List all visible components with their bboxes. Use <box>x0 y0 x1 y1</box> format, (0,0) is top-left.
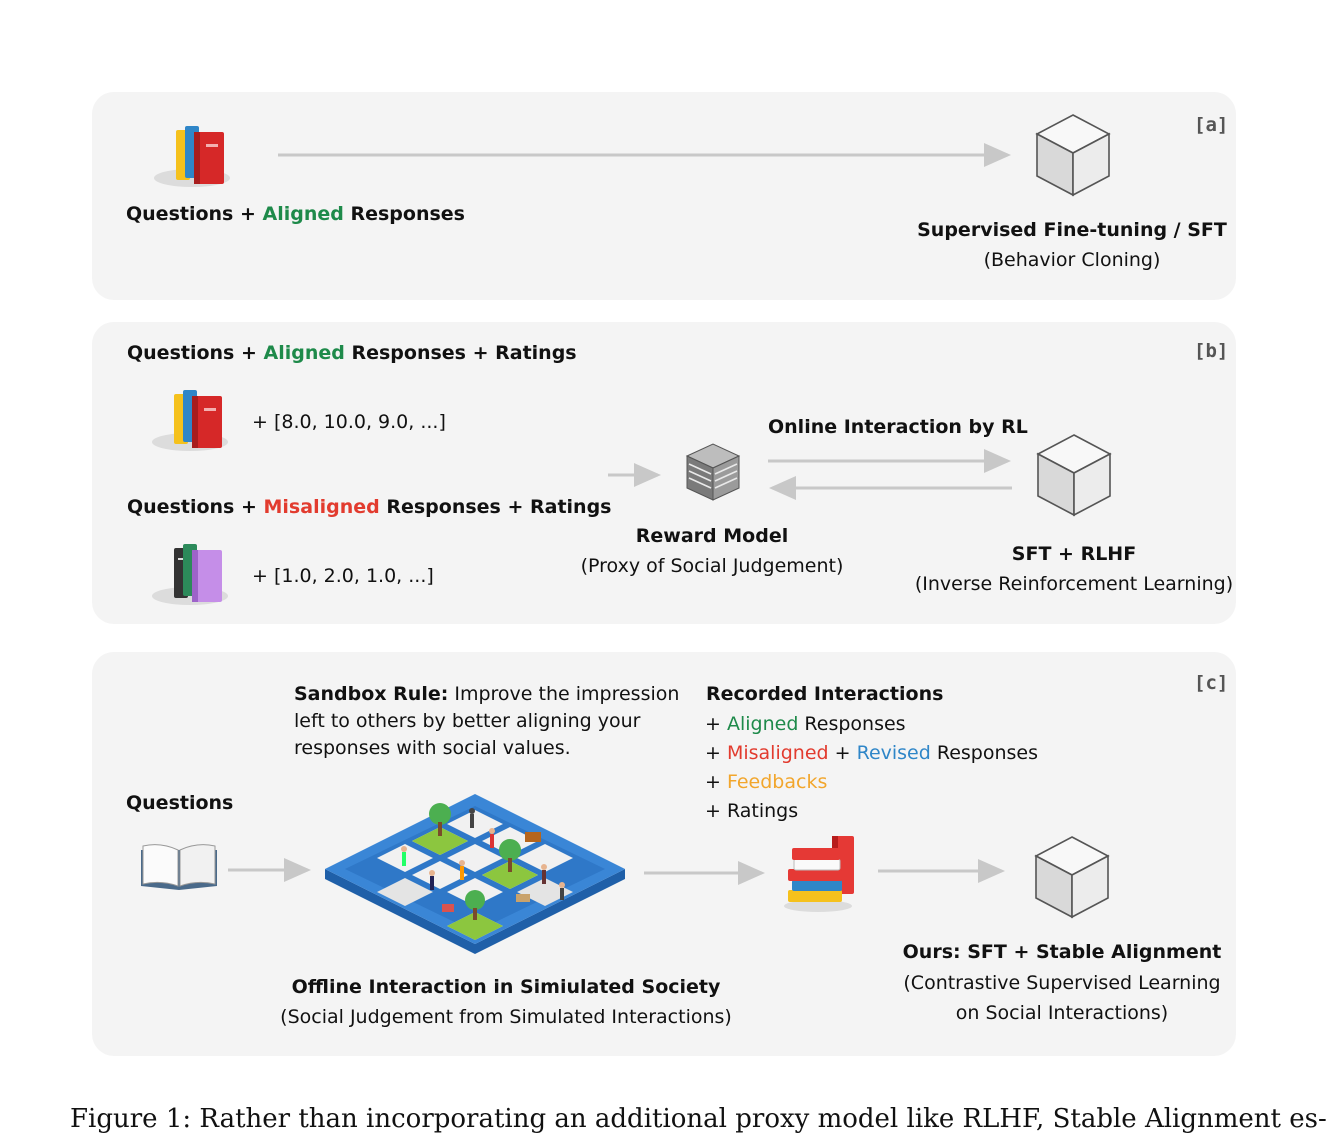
misaligned-books-icon <box>152 544 228 605</box>
reward-model-title: Reward Model <box>635 525 789 547</box>
society-title: Offline Interaction in Simiulated Societ… <box>291 976 721 998</box>
responses-text: Responses <box>343 203 465 225</box>
ours-subtitle-1: (Contrastive Supervised Learning <box>903 972 1221 994</box>
plus-text: + <box>828 742 857 764</box>
plus-text: + <box>705 713 727 735</box>
aligned-ratings-values: + [8.0, 10.0, 9.0, ...] <box>252 411 446 433</box>
questions-text: Questions + <box>126 203 263 225</box>
recorded-feedbacks-line: + Feedbacks <box>705 771 827 793</box>
ratings-text: Ratings <box>726 800 799 822</box>
recorded-misaligned-line: + Misaligned + Revised Responses <box>705 742 1038 764</box>
society-subtitle: (Social Judgement from Simulated Interac… <box>280 1006 732 1028</box>
panel-c-tag: [c] <box>1194 672 1229 694</box>
panel-b-tag: [b] <box>1194 340 1229 362</box>
ours-title: Ours: SFT + Stable Alignment <box>902 941 1222 963</box>
book-pile-icon <box>784 836 854 912</box>
sandbox-rule-line1: Sandbox Rule: Improve the impression <box>294 683 679 705</box>
plus-text: + <box>705 742 727 764</box>
panel-a-input-label: Questions + Aligned Responses <box>126 203 465 225</box>
misaligned-ratings-label: Questions + Misaligned Responses + Ratin… <box>127 496 611 518</box>
aligned-text: Aligned <box>262 203 344 225</box>
sft-title: Supervised Fine-tuning / SFT <box>917 219 1227 241</box>
responses-ratings-text: Responses + Ratings <box>344 342 577 364</box>
cube-icon <box>1036 434 1112 517</box>
aligned-text: Aligned <box>726 713 799 735</box>
misaligned-text: Misaligned <box>263 496 380 518</box>
sft-subtitle: (Behavior Cloning) <box>983 249 1161 271</box>
sandbox-rule-bold: Sandbox Rule: <box>294 683 449 705</box>
panel-a-tag: [a] <box>1194 114 1229 136</box>
questions-label: Questions <box>126 792 234 814</box>
ours-subtitle-2: on Social Interactions) <box>955 1002 1169 1024</box>
recorded-ratings-line: + Ratings <box>705 800 798 822</box>
responses-text: Responses <box>930 742 1039 764</box>
questions-text: Questions + <box>127 342 264 364</box>
cube-icon <box>1035 114 1111 197</box>
plus-text: + <box>705 800 727 822</box>
plus-text: + <box>705 771 727 793</box>
misaligned-ratings-values: + [1.0, 2.0, 1.0, ...] <box>252 565 434 587</box>
aligned-ratings-label: Questions + Aligned Responses + Ratings <box>127 342 577 364</box>
sandbox-grid-icon <box>325 794 625 954</box>
figure-caption: Figure 1: Rather than incorporating an a… <box>70 1104 1327 1134</box>
books-stack-icon <box>154 126 230 187</box>
rlhf-title: SFT + RLHF <box>1011 543 1137 565</box>
reward-model-subtitle: (Proxy of Social Judgement) <box>580 555 844 577</box>
responses-text: Responses <box>798 713 906 735</box>
cube-icon <box>1034 836 1110 919</box>
misaligned-text: Misaligned <box>726 742 829 764</box>
rlhf-subtitle: (Inverse Reinforcement Learning) <box>914 573 1234 595</box>
sandbox-rule-text: Improve the impression <box>448 683 680 705</box>
recorded-interactions-title: Recorded Interactions <box>706 683 944 705</box>
revised-text: Revised <box>856 742 931 764</box>
sandbox-rule-line2: left to others by better aligning your <box>294 710 641 732</box>
feedbacks-text: Feedbacks <box>726 771 828 793</box>
sandbox-rule-line3: responses with social values. <box>294 737 571 759</box>
responses-ratings-text: Responses + Ratings <box>379 496 612 518</box>
open-book-icon <box>141 844 217 890</box>
recorded-aligned-line: + Aligned Responses <box>705 713 906 735</box>
online-interaction-label: Online Interaction by RL <box>768 416 1028 438</box>
aligned-books-icon <box>152 390 228 451</box>
aligned-text: Aligned <box>263 342 345 364</box>
server-icon <box>685 443 741 501</box>
questions-text: Questions + <box>127 496 264 518</box>
panel-a <box>92 92 1236 300</box>
